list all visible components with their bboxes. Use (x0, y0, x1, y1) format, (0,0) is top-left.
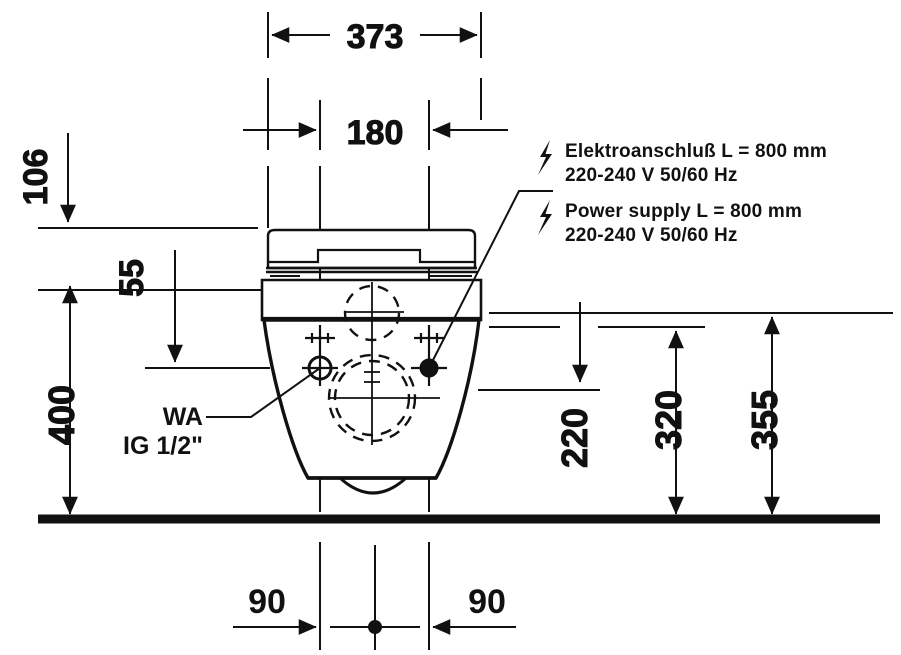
dimension-label-180: 180 (347, 114, 404, 152)
electrical-spec-de-line2: 220-240 V 50/60 Hz (565, 165, 738, 186)
extension-lines-bottom (319, 478, 430, 650)
electrical-spec-de-line1: Elektroanschluß L = 800 mm (565, 141, 827, 162)
extension-lines-right (478, 312, 893, 391)
dimension-400 (38, 285, 148, 515)
electrical-spec-en-line1: Power supply L = 800 mm (565, 201, 802, 222)
electrical-spec-en-line2: 220-240 V 50/60 Hz (565, 225, 738, 246)
dimension-label-355: 355 (744, 390, 785, 450)
lightning-bolt-icon (538, 200, 552, 235)
dimension-label-320: 320 (648, 390, 689, 450)
dimension-label-400: 400 (41, 385, 82, 445)
water-connection-label-line1: WA (163, 403, 203, 431)
dimension-label-373: 373 (347, 18, 404, 56)
leader-line-power-supply (428, 190, 553, 369)
dimension-label-106: 106 (17, 149, 55, 206)
center-axis-lines (330, 282, 440, 445)
dimension-106 (38, 133, 258, 229)
dimension-label-90-left: 90 (248, 583, 286, 621)
mounting-cross-marker-left (305, 325, 335, 352)
leader-line-water-connection (206, 367, 321, 418)
dimension-label-90-right: 90 (468, 583, 506, 621)
extension-lines-373 (267, 12, 482, 228)
lightning-bolt-icon (538, 140, 552, 175)
center-axis-dot (368, 620, 382, 634)
dimension-55 (140, 250, 270, 369)
mounting-cross-marker-right (414, 325, 444, 352)
dimension-label-55: 55 (113, 259, 151, 297)
water-connection-label-line2: IG 1/2" (123, 432, 203, 460)
dimension-label-220: 220 (554, 408, 595, 468)
toilet-seat-lid (266, 228, 477, 277)
